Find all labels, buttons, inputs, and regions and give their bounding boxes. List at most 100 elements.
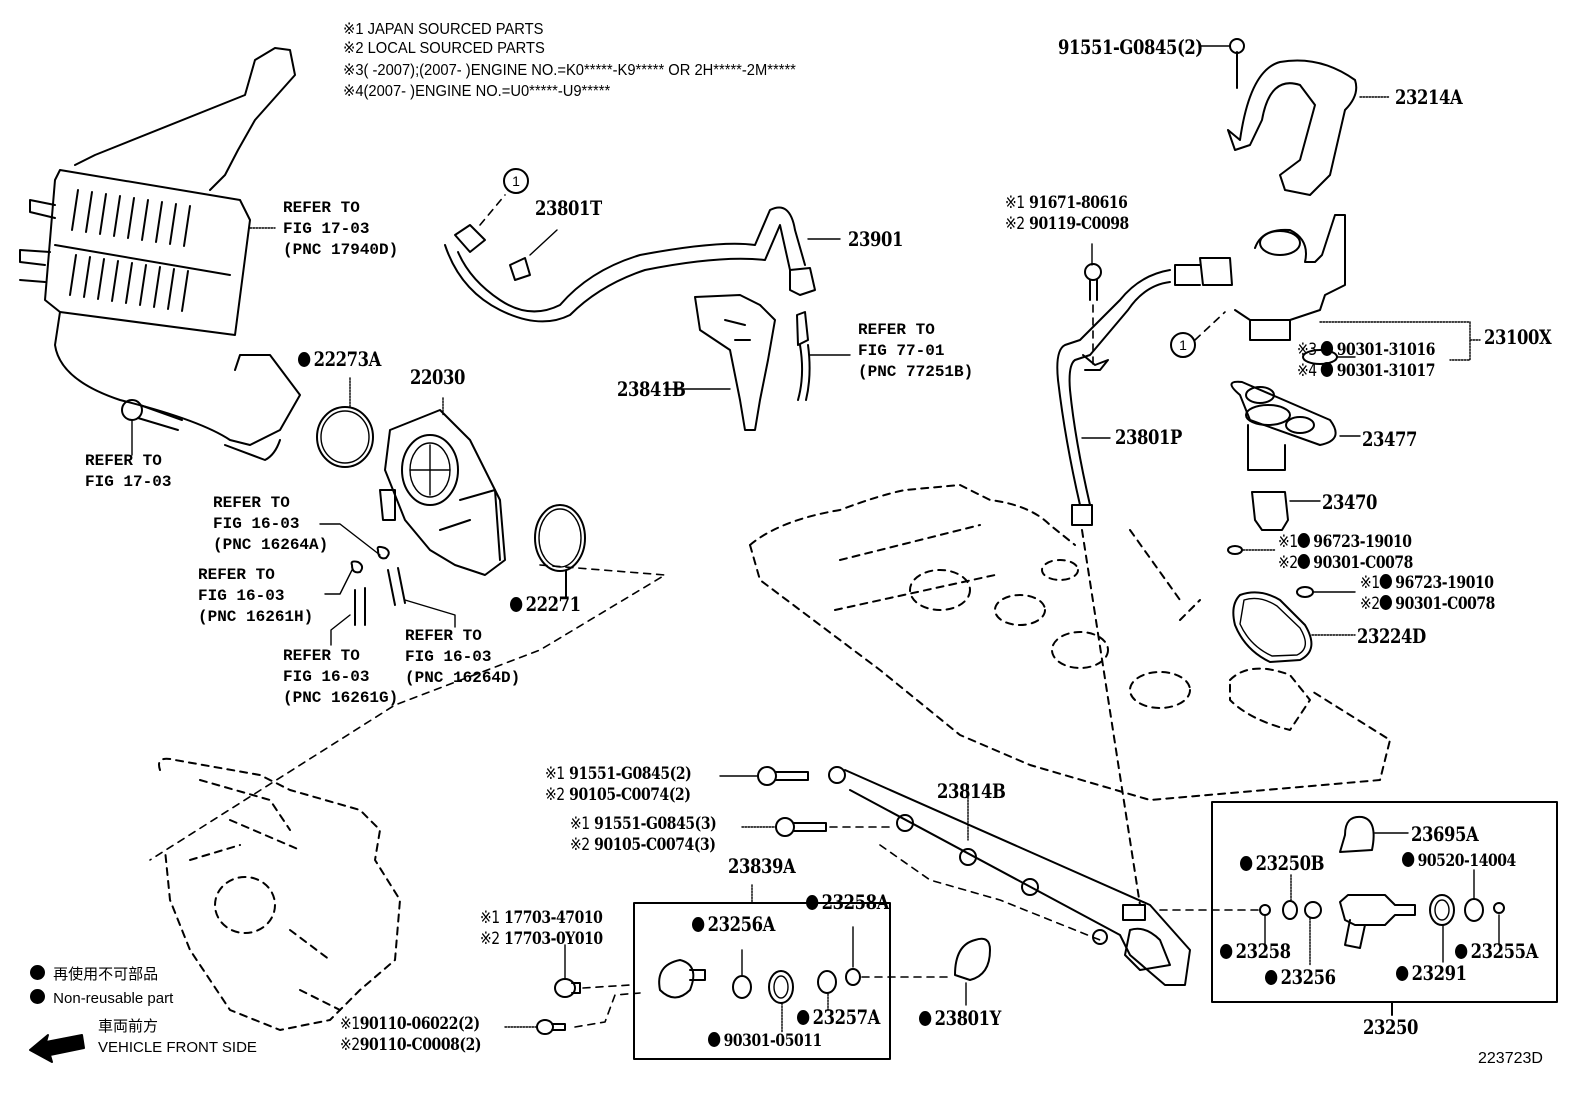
part-23258[interactable]: 23258 [1220, 940, 1291, 962]
part-23250b[interactable]: 23250B [1240, 852, 1324, 874]
part-22273a[interactable]: 22273A [298, 348, 381, 370]
part-91551-g0845-3[interactable]: ※1 91551-G0845(3) ※2 90105-C0074(3) [570, 814, 717, 855]
part-90520-14004[interactable]: 90520-14004 [1402, 851, 1516, 872]
intercooler-drawing[interactable] [19, 47, 301, 461]
non-reusable-dot-icon [1297, 554, 1311, 569]
ref-pnc: (PNC 16264D) [405, 669, 521, 687]
part-91551-g0845-2[interactable]: ※1 91551-G0845(2) ※2 90105-C0074(2) [545, 764, 692, 805]
part-23224d[interactable]: 23224D [1357, 624, 1426, 648]
delivery-pipe-drawing[interactable] [828, 766, 1191, 986]
part-23258a[interactable]: 23258A [806, 891, 889, 913]
non-reusable-dot-icon [1321, 362, 1334, 377]
bolt-drawing[interactable] [121, 399, 183, 456]
part-17703-47010[interactable]: ※1 17703-47010 ※2 17703-0Y010 [480, 908, 603, 949]
legend-non-reusable: 再使用不可部品 Non-reusable part [30, 963, 173, 1011]
ref-line: FIG 16-03 [198, 587, 285, 605]
part-23477[interactable]: 23477 [1362, 427, 1418, 451]
part-23801y[interactable]: 23801Y [919, 1007, 1001, 1029]
figure-id: 223723D [1478, 1050, 1543, 1067]
bracket-23214a-drawing[interactable] [1199, 38, 1391, 196]
fuel-pipe-23801p-drawing[interactable] [1056, 243, 1171, 526]
ref-line: FIG 17-03 [283, 220, 370, 238]
ref-line: REFER TO [198, 566, 275, 584]
ref-hose-16264a[interactable]: REFER TO FIG 16-03 (PNC 16264A) [213, 493, 328, 556]
non-reusable-dot-icon [806, 895, 819, 910]
ref-line: FIG 77-01 [858, 342, 945, 360]
small-hoses-drawing[interactable] [319, 523, 456, 646]
part-23841b[interactable]: 23841B [617, 377, 686, 401]
part-23814b[interactable]: 23814B [937, 779, 1006, 803]
part-23839a[interactable]: 23839A [728, 854, 796, 878]
part-23801p[interactable]: 23801P [1115, 425, 1182, 449]
throttle-body-drawing[interactable] [379, 397, 506, 576]
part-23256[interactable]: 23256 [1265, 966, 1336, 988]
non-reusable-dot-icon [1240, 856, 1253, 871]
fuel-pump-drawing[interactable] [1174, 214, 1481, 365]
legend-vehicle-front: 車両前方 VEHICLE FRONT SIDE [98, 1018, 257, 1056]
ref-hose-16264d[interactable]: REFER TO FIG 16-03 (PNC 16264D) [405, 626, 520, 689]
gasket-22273a-drawing[interactable] [316, 377, 374, 468]
non-reusable-dot-icon [510, 597, 523, 612]
ref-line: FIG 17-03 [85, 473, 172, 491]
vehicle-front-arrow-icon [29, 1034, 85, 1063]
gasket-22271-drawing[interactable] [534, 504, 586, 599]
ref-hose-16261h[interactable]: REFER TO FIG 16-03 (PNC 16261H) [198, 565, 313, 628]
non-reusable-dot-icon [1379, 595, 1393, 610]
non-reusable-dot-icon [30, 965, 45, 980]
non-reusable-dot-icon [1402, 852, 1415, 867]
ref-line: FIG 16-03 [405, 648, 492, 666]
part-91551-g0845-top[interactable]: 91551-G0845(2) [1058, 35, 1203, 59]
note-1: ※1 JAPAN SOURCED PARTS [343, 21, 544, 38]
non-reusable-dot-icon [1321, 341, 1334, 356]
part-90301-31016[interactable]: ※3 90301-31016 ※4 90301-31017 [1297, 340, 1436, 381]
part-23695a[interactable]: 23695A [1411, 822, 1479, 846]
part-23256a[interactable]: 23256A [692, 913, 775, 935]
fuel-hose-23901-drawing[interactable] [444, 194, 841, 323]
part-90301-05011[interactable]: 90301-05011 [708, 1031, 822, 1052]
ref-sensor-77251b[interactable]: REFER TO FIG 77-01 (PNC 77251B) [858, 320, 973, 383]
ref-bolt-17-03[interactable]: REFER TO FIG 17-03 [85, 451, 171, 493]
ref-line: REFER TO [405, 627, 482, 645]
part-23100x[interactable]: 23100X [1484, 325, 1552, 349]
gasket-23801y-drawing[interactable] [954, 937, 991, 1006]
part-23901[interactable]: 23901 [848, 227, 904, 251]
ref-pnc: (PNC 77251B) [858, 363, 974, 381]
part-23214a[interactable]: 23214A [1395, 85, 1463, 109]
non-reusable-dot-icon [30, 989, 45, 1004]
kit-23839a-drawing[interactable] [633, 884, 891, 1060]
pump-lifter-guide-drawing[interactable] [1227, 380, 1361, 598]
sensor-drawing[interactable] [796, 311, 851, 401]
ref-pnc: (PNC 16261G) [283, 689, 399, 707]
part-23801t[interactable]: 23801T [535, 196, 602, 220]
part-22030[interactable]: 22030 [410, 365, 466, 389]
pipe-bolts-drawing[interactable] [719, 766, 827, 837]
non-reusable-dot-icon [708, 1032, 721, 1047]
ref-pnc: (PNC 17940D) [283, 241, 399, 259]
part-22271[interactable]: 22271 [510, 593, 581, 615]
non-reusable-dot-icon [797, 1010, 810, 1025]
non-reusable-dot-icon [919, 1011, 932, 1026]
part-23291[interactable]: 23291 [1396, 962, 1467, 984]
gasket-23224d-drawing[interactable] [1232, 591, 1356, 663]
non-reusable-dot-icon [1297, 533, 1311, 548]
injector-bolts-drawing[interactable] [504, 944, 641, 1035]
part-23470[interactable]: 23470 [1322, 490, 1378, 514]
note-3: ※3( -2007);(2007- )ENGINE NO.=K0*****-K9… [343, 62, 796, 79]
part-23257a[interactable]: 23257A [797, 1006, 880, 1028]
ref-line: REFER TO [213, 494, 290, 512]
non-reusable-dot-icon [1379, 574, 1393, 589]
ref-hose-16261g[interactable]: REFER TO FIG 16-03 (PNC 16261G) [283, 646, 398, 709]
injector-kit-23250-drawing[interactable] [1159, 801, 1558, 1016]
part-23250[interactable]: 23250 [1363, 1015, 1419, 1039]
bracket-23841b-drawing[interactable] [664, 294, 776, 431]
part-90110-06022[interactable]: ※190110-06022(2) ※290110-C0008(2) [340, 1014, 482, 1055]
ref-line: FIG 16-03 [283, 668, 370, 686]
part-23255a[interactable]: 23255A [1455, 940, 1538, 962]
ref-intercooler[interactable]: REFER TO FIG 17-03 (PNC 17940D) [283, 198, 398, 261]
ref-pnc: (PNC 16264A) [213, 536, 329, 554]
part-91671-80616[interactable]: ※1 91671-80616 ※2 90119-C0098 [1005, 193, 1129, 234]
